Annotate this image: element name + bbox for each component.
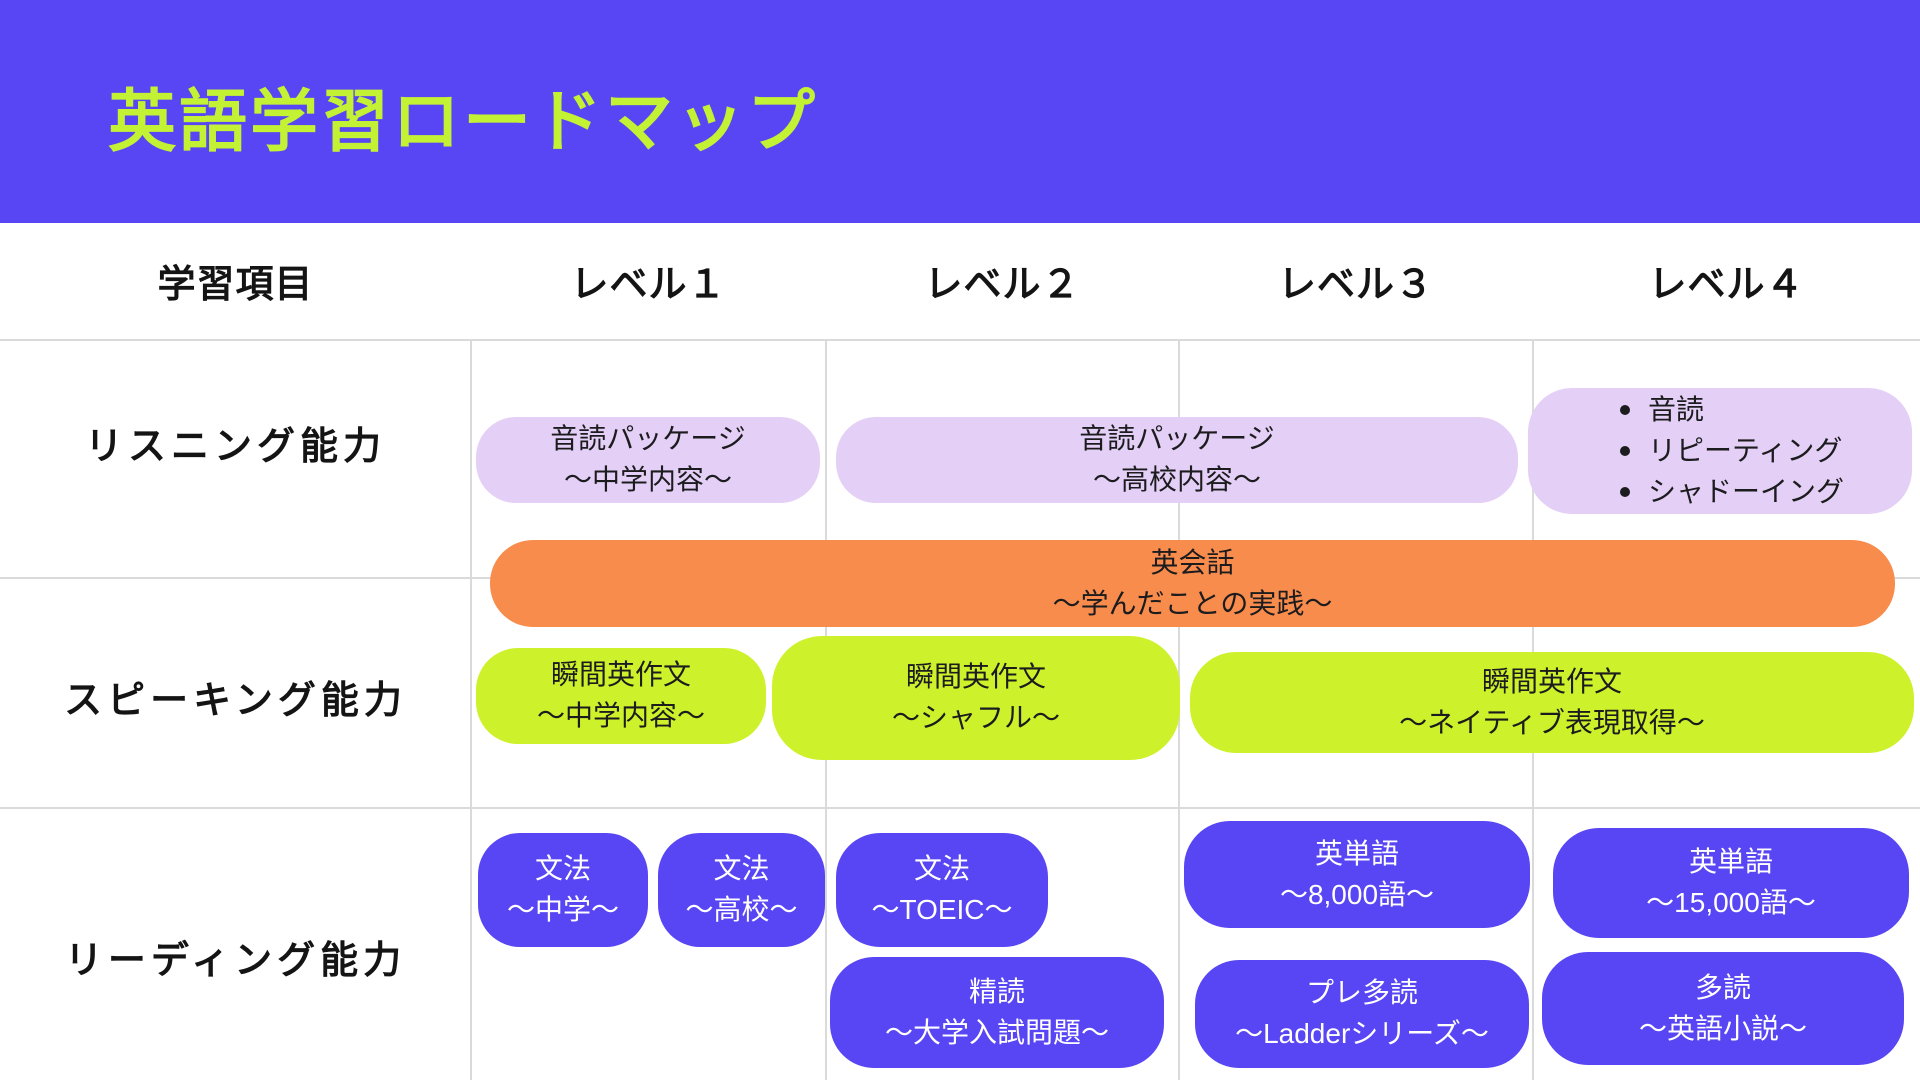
- pill-main-text: 英単語: [1314, 837, 1399, 869]
- speaking-level3-4-pill: 瞬間英作文 ～ネイティブ表現取得～: [1190, 652, 1914, 753]
- pill-sub-text: ～中学内容～: [563, 464, 732, 495]
- pill-sub-text: ～中学～: [506, 894, 619, 925]
- pill-sub-text: ～高校内容～: [1092, 464, 1261, 495]
- grid-vline-1: [470, 339, 472, 1080]
- listening-level4-pill: 音読 リピーティング シャドーイング: [1528, 388, 1912, 514]
- reading-tadoku-pill: 多読 ～英語小説～: [1542, 952, 1904, 1065]
- pill-main-text: 英単語: [1688, 846, 1773, 878]
- row-label-reading: リーディング能力: [64, 939, 407, 982]
- grid-hline-header: [0, 339, 1920, 341]
- pill-sub-text: ～英語小説～: [1638, 1012, 1807, 1044]
- listening-level4-bullet-list: 音読 リピーティング シャドーイング: [1620, 390, 1844, 511]
- column-header-level1: レベル１: [570, 263, 727, 306]
- pill-main-text: 英会話: [1150, 546, 1235, 578]
- reading-grammar-hs-pill: 文法 ～高校～: [658, 833, 825, 947]
- reading-vocab-15000-pill: 英単語 ～15,000語～: [1553, 828, 1909, 938]
- column-header-level2: レベル２: [924, 263, 1081, 306]
- pill-main-text: プレ多読: [1305, 977, 1418, 1009]
- pill-main-text: 文法: [534, 853, 591, 885]
- page-title: 英語学習ロードマップ: [108, 84, 819, 160]
- reading-seidoku-pill: 精読 ～大学入試問題～: [830, 957, 1164, 1068]
- pill-main-text: 音読パッケージ: [1079, 423, 1275, 455]
- speaking-level2-pill: 瞬間英作文 ～シャフル～: [772, 636, 1180, 760]
- pill-main-text: 多読: [1694, 971, 1751, 1003]
- pill-main-text: 文法: [913, 853, 970, 885]
- grid-hline-speaking-reading: [0, 807, 1920, 809]
- bullet-item: 音読: [1620, 390, 1704, 430]
- speaking-level1-pill: 瞬間英作文 ～中学内容～: [476, 648, 766, 744]
- row-label-speaking: スピーキング能力: [64, 679, 407, 722]
- reading-grammar-toeic-pill: 文法 ～TOEIC～: [836, 833, 1048, 947]
- pill-sub-text: ～学んだことの実践～: [1052, 587, 1333, 619]
- pill-sub-text: ～中学内容～: [536, 700, 705, 731]
- row-label-listening: リスニング能力: [84, 425, 386, 468]
- reading-vocab-8000-pill: 英単語 ～8,000語～: [1184, 821, 1530, 928]
- pill-main-text: 精読: [968, 975, 1025, 1007]
- pill-main-text: 瞬間英作文: [1481, 665, 1622, 697]
- listening-level2-3-pill: 音読パッケージ ～高校内容～: [836, 417, 1518, 503]
- bullet-item: シャドーイング: [1620, 472, 1844, 512]
- header-band: 英語学習ロードマップ: [0, 0, 1920, 223]
- pill-sub-text: ～大学入試問題～: [884, 1016, 1109, 1048]
- pill-sub-text: ～TOEIC～: [871, 894, 1013, 925]
- pill-sub-text: ～高校～: [685, 894, 798, 925]
- reading-pre-tadoku-pill: プレ多読 ～Ladderシリーズ～: [1195, 960, 1529, 1068]
- pill-main-text: 瞬間英作文: [550, 659, 691, 691]
- column-header-level3: レベル３: [1277, 263, 1434, 306]
- pill-sub-text: ～シャフル～: [891, 702, 1060, 733]
- pill-sub-text: ～Ladderシリーズ～: [1235, 1018, 1489, 1049]
- listening-level1-pill: 音読パッケージ ～中学内容～: [476, 417, 820, 503]
- pill-sub-text: ～8,000語～: [1279, 878, 1435, 910]
- pill-main-text: 文法: [713, 853, 770, 885]
- pill-sub-text: ～ネイティブ表現取得～: [1399, 706, 1705, 738]
- column-header-items: 学習項目: [157, 263, 314, 306]
- bullet-item: リピーティング: [1620, 431, 1842, 471]
- pill-sub-text: ～15,000語～: [1646, 887, 1816, 918]
- english-conversation-bar: 英会話 ～学んだことの実践～: [490, 540, 1895, 627]
- pill-main-text: 瞬間英作文: [905, 661, 1046, 693]
- reading-grammar-jhs-pill: 文法 ～中学～: [478, 833, 648, 947]
- pill-main-text: 音読パッケージ: [550, 423, 746, 455]
- column-header-level4: レベル４: [1648, 263, 1805, 306]
